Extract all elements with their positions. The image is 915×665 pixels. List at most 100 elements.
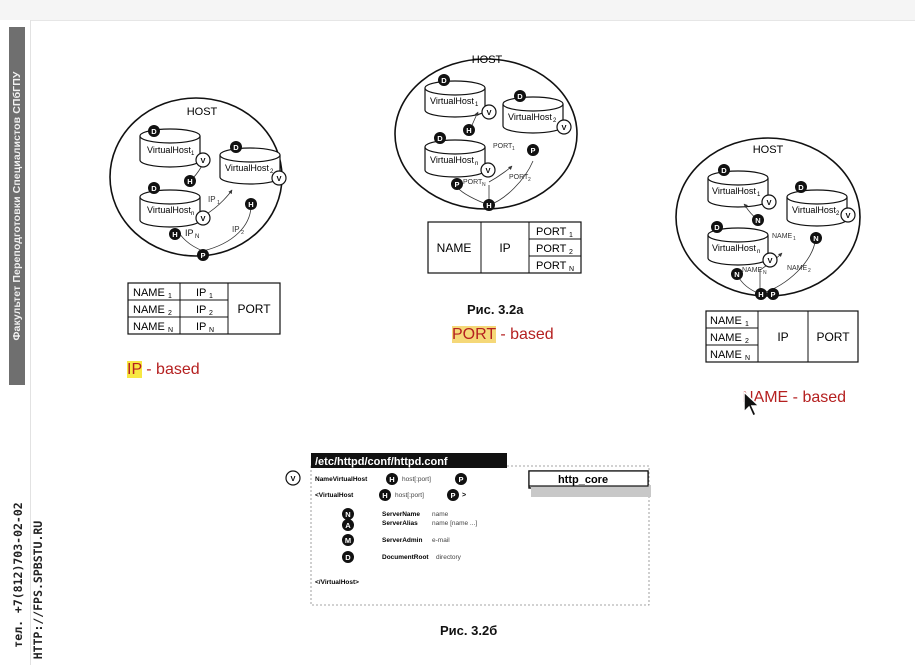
svg-text:PORT: PORT	[536, 243, 567, 255]
svg-text:NAME: NAME	[710, 315, 742, 327]
p-icon: P	[451, 178, 463, 190]
svg-text:V: V	[845, 211, 850, 220]
svg-text:D: D	[714, 223, 720, 232]
svg-text:2: 2	[241, 230, 244, 236]
svg-text:V: V	[767, 256, 772, 265]
svg-text:NAME: NAME	[710, 332, 742, 344]
svg-text:N: N	[168, 327, 173, 334]
svg-text:n: n	[757, 249, 760, 255]
v-icon: V	[481, 104, 497, 120]
svg-text:name: name	[432, 511, 449, 518]
svg-text:1: 1	[745, 321, 749, 328]
svg-text:2: 2	[569, 249, 573, 256]
svg-text:D: D	[345, 553, 351, 562]
ip-based-diagram: HOST VirtualHost 1 VirtualHost n Virtual…	[109, 97, 287, 335]
h-icon: H	[379, 489, 391, 501]
svg-text:N: N	[755, 216, 760, 225]
p-icon: P	[447, 489, 459, 501]
svg-text:N: N	[745, 355, 750, 362]
svg-text:1: 1	[217, 200, 220, 206]
svg-text:H: H	[187, 177, 192, 186]
v-icon: V	[271, 170, 287, 186]
port-based-diagram: HOST VirtualHost 1 VirtualHost n Virtual…	[394, 54, 582, 274]
p-icon: P	[197, 249, 209, 261]
svg-text:IP: IP	[232, 225, 240, 234]
svg-text:V: V	[486, 108, 491, 117]
svg-text:N: N	[763, 270, 767, 276]
table-cell: IP	[196, 321, 206, 333]
svg-text:1: 1	[569, 232, 573, 239]
svg-text:host[:port]: host[:port]	[395, 492, 424, 499]
svg-text:e-mail: e-mail	[432, 537, 450, 544]
svg-text:NAME: NAME	[772, 233, 793, 240]
svg-text:PORT: PORT	[509, 174, 529, 181]
config-path-bar	[311, 453, 507, 468]
table-cell: IP	[196, 287, 206, 299]
svg-text:V: V	[485, 166, 490, 175]
host-label: HOST	[187, 106, 218, 118]
svg-text:PORT: PORT	[493, 143, 513, 150]
svg-text:1: 1	[191, 151, 195, 157]
n-icon: N	[342, 508, 354, 520]
svg-text:VirtualHost: VirtualHost	[712, 243, 756, 253]
svg-text:VirtualHost: VirtualHost	[508, 112, 552, 122]
svg-text:1: 1	[512, 146, 515, 152]
svg-text:N: N	[195, 234, 199, 240]
svg-text:VirtualHost: VirtualHost	[712, 186, 756, 196]
d-icon: D	[711, 221, 723, 233]
name-based-label: NAME - based	[742, 389, 847, 406]
sidebar-title-strip	[9, 27, 25, 385]
svg-text:1: 1	[793, 236, 796, 242]
svg-text:NAME: NAME	[742, 267, 763, 274]
svg-text:ServerAlias: ServerAlias	[382, 520, 418, 527]
virtualhost-2-cylinder: VirtualHost 2	[786, 189, 848, 227]
mouse-cursor-icon	[743, 390, 761, 418]
svg-text:host[:port]: host[:port]	[402, 476, 431, 483]
svg-text:2: 2	[270, 169, 274, 175]
svg-text:D: D	[151, 184, 157, 193]
svg-text:HOST: HOST	[472, 54, 503, 66]
svg-text:IP: IP	[499, 241, 510, 255]
h-icon: H	[463, 124, 475, 136]
n-icon: N	[752, 214, 764, 226]
d-icon: D	[434, 132, 446, 144]
svg-text:1: 1	[757, 192, 761, 198]
svg-text:ServerName: ServerName	[382, 511, 420, 518]
name-based-diagram: HOST VirtualHost 1 VirtualHost n Virtual…	[675, 137, 861, 363]
svg-text:NAME: NAME	[787, 265, 808, 272]
svg-text:H: H	[758, 290, 763, 299]
table-cell: NAME	[133, 287, 165, 299]
svg-text:P: P	[454, 180, 459, 189]
svg-text:1: 1	[209, 293, 213, 300]
svg-text:PORT: PORT	[536, 226, 567, 238]
svg-text:N: N	[734, 270, 739, 279]
n-icon: N	[810, 232, 822, 244]
d-icon: D	[148, 125, 160, 137]
v-icon: V	[762, 252, 778, 268]
a-icon: A	[342, 519, 354, 531]
svg-text:H: H	[382, 491, 387, 500]
svg-text:NAME: NAME	[437, 241, 472, 255]
p-icon: P	[767, 288, 779, 300]
svg-text:2: 2	[553, 118, 557, 124]
v-icon: V	[480, 162, 496, 178]
svg-text:ServerAdmin: ServerAdmin	[382, 537, 422, 544]
svg-text:n: n	[191, 211, 194, 217]
v-icon: V	[761, 194, 777, 210]
svg-text:V: V	[766, 198, 771, 207]
virtualhost-1-cylinder: VirtualHost 1	[424, 80, 486, 118]
svg-text:V: V	[200, 156, 205, 165]
svg-text:IP: IP	[777, 330, 788, 344]
port-based-label: PORT - based	[452, 326, 554, 343]
svg-text:directory: directory	[436, 554, 462, 561]
h-icon: H	[245, 198, 257, 210]
svg-text:VirtualHost: VirtualHost	[225, 163, 269, 173]
figure-caption-a: Рис. 3.2а	[467, 302, 524, 317]
virtualhost-2-cylinder: VirtualHost 2	[219, 147, 281, 185]
h-icon: H	[184, 175, 196, 187]
svg-text:V: V	[276, 174, 281, 183]
svg-text:VirtualHost: VirtualHost	[147, 205, 191, 215]
svg-text:HOST: HOST	[753, 144, 784, 156]
svg-text:D: D	[437, 134, 443, 143]
